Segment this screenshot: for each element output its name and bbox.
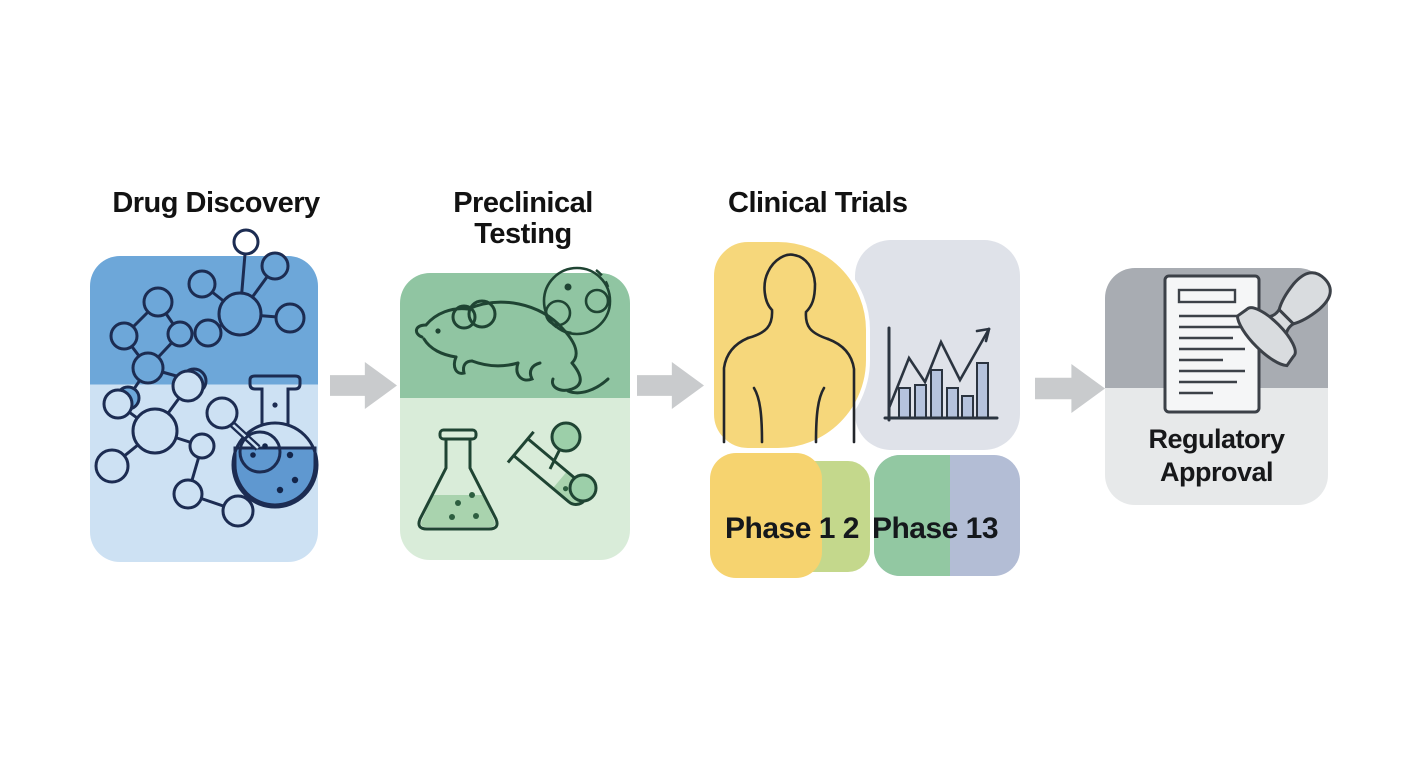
preclinical-illustration: [415, 266, 612, 531]
human-torso-icon: [722, 253, 856, 444]
phase-2b-block: [874, 455, 950, 576]
drug-discovery-illustration: [94, 228, 319, 528]
stamp-icon: [1235, 271, 1332, 368]
stage2-title-line1: Preclinical: [453, 187, 593, 219]
molecule-icon: [187, 228, 306, 348]
drug-discovery-panel: [90, 228, 319, 562]
erlenmeyer-flask-icon: [417, 428, 499, 531]
round-flask-icon: [205, 374, 319, 509]
molecule-icon: [94, 369, 255, 528]
bar-line-chart-icon: [883, 326, 999, 422]
flow-arrow-icon: [637, 362, 704, 409]
phase-right-label: Phase 13: [871, 512, 999, 545]
approval-illustration: [1163, 271, 1332, 414]
flow-arrow-icon: [330, 362, 397, 409]
stage2-title: Preclinical Testing: [403, 188, 643, 250]
stage4-label-line1: Regulatory: [1148, 424, 1285, 454]
stage1-title: Drug Discovery: [112, 187, 320, 219]
clinical-chart-panel: [855, 240, 1020, 450]
stage4-label-line2: Approval: [1159, 457, 1274, 487]
flow-arrow-icon: [1035, 364, 1105, 413]
petri-dish-icon: [542, 266, 612, 336]
preclinical-panel: [400, 266, 630, 560]
stage2-title-line2: Testing: [474, 218, 572, 250]
stage4-label: Regulatory Approval: [1105, 423, 1328, 489]
document-icon: [1163, 274, 1261, 414]
phase-1-block: [710, 453, 822, 578]
regulatory-approval-panel: Regulatory Approval: [1105, 268, 1332, 505]
test-tube-icon: [506, 421, 598, 506]
clinical-patient-panel: [710, 238, 870, 452]
stage3-title: Clinical Trials: [728, 187, 908, 219]
mouse-icon: [415, 299, 610, 395]
phase-left-label: Phase 1 2: [725, 512, 859, 545]
